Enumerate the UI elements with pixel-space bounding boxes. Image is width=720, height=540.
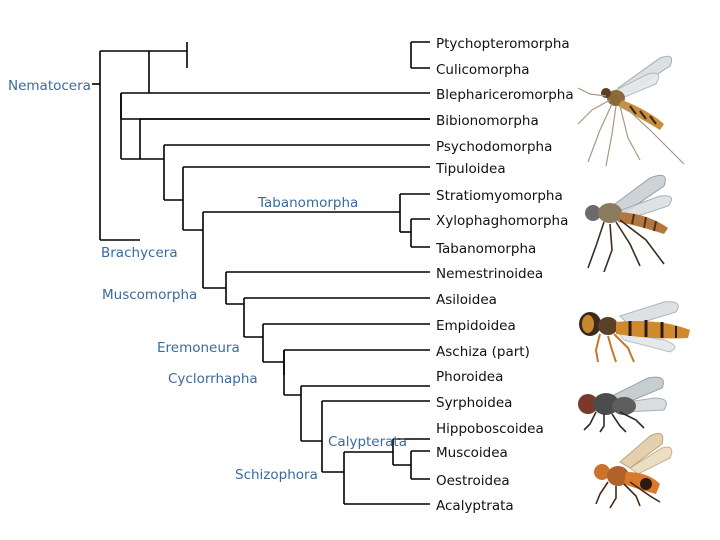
taxon-label: Culicomorpha	[436, 62, 530, 78]
taxon-label: Ptychopteromorpha	[436, 36, 570, 52]
tree-branches	[92, 41, 430, 505]
clade-labels: Nematocera Tabanomorpha Brachycera Musco…	[8, 78, 407, 483]
clade-label-eremoneura: Eremoneura	[157, 340, 240, 356]
taxon-label: Empidoidea	[436, 318, 516, 334]
clade-label-schizophora: Schizophora	[235, 467, 318, 483]
taxon-label: Psychodomorpha	[436, 139, 552, 155]
clade-label-cyclorrhapha: Cyclorrhapha	[168, 371, 258, 387]
taxon-label: Xylophaghomorpha	[436, 213, 568, 229]
clade-label-muscomorpha: Muscomorpha	[102, 287, 197, 303]
hoverfly-image	[579, 301, 690, 363]
taxon-label: Stratiomyomorpha	[436, 188, 563, 204]
robber-fly-image	[585, 174, 673, 273]
clade-label-tabanomorpha: Tabanomorpha	[257, 195, 358, 211]
taxa-labels: Ptychopteromorpha Culicomorpha Blepharic…	[435, 36, 574, 514]
taxon-label: Acalyptrata	[436, 498, 514, 514]
house-fly-image	[578, 376, 667, 433]
clade-label-nematocera: Nematocera	[8, 78, 91, 94]
tachinid-fly-image	[594, 432, 673, 509]
fly-photos	[577, 55, 690, 509]
taxon-label: Asiloidea	[436, 292, 497, 308]
taxon-label: Hippoboscoidea	[436, 421, 544, 437]
clade-label-brachycera: Brachycera	[101, 245, 178, 261]
taxon-label: Oestroidea	[436, 473, 510, 489]
taxon-label: Tabanomorpha	[435, 241, 536, 257]
taxon-label: Tipuloidea	[435, 161, 506, 177]
taxon-label: Blephariceromorpha	[436, 87, 574, 103]
mosquito-like-fly-image	[577, 55, 685, 167]
taxon-label: Syrphoidea	[436, 395, 512, 411]
taxon-label: Phoroidea	[436, 369, 503, 385]
taxon-label: Nemestrinoidea	[436, 266, 543, 282]
clade-label-calypterata: Calypterata	[328, 434, 407, 450]
taxon-label: Muscoidea	[436, 445, 508, 461]
taxon-label: Bibionomorpha	[436, 113, 539, 129]
taxon-label: Aschiza (part)	[436, 344, 530, 360]
